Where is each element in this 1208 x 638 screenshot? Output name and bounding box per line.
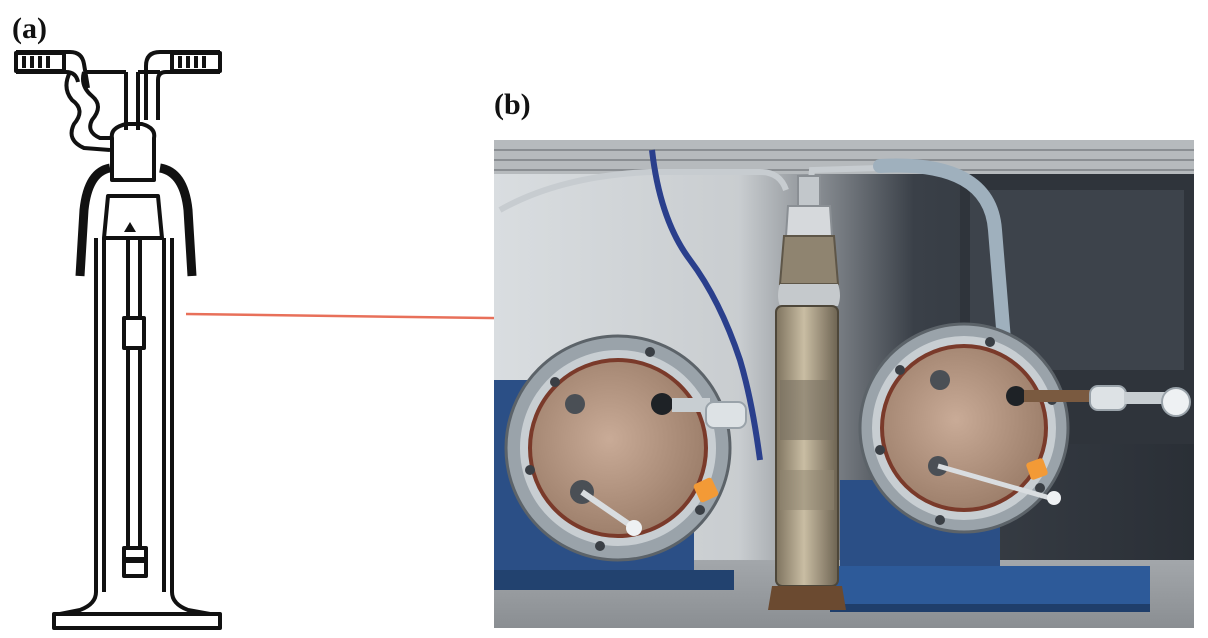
panel-label-a: (a) [12,12,47,45]
right-electrode-cell [858,322,1191,534]
clamp-left [75,163,112,277]
metal-tube-top [498,169,789,213]
column-body [94,238,174,592]
column-base [58,591,212,616]
central-column [768,175,846,610]
apparatus-photo [494,140,1194,628]
panel-label-b: (b) [494,88,531,121]
siphon-loop [64,71,112,152]
blue-cable [649,149,763,461]
clamp-right [158,163,197,277]
right-outlet-tube [144,50,222,120]
left-electrode-cell [504,334,747,562]
left-inlet-tube [14,50,90,89]
flexible-tubing [873,158,1011,347]
apparatus-line-drawing [14,50,222,630]
